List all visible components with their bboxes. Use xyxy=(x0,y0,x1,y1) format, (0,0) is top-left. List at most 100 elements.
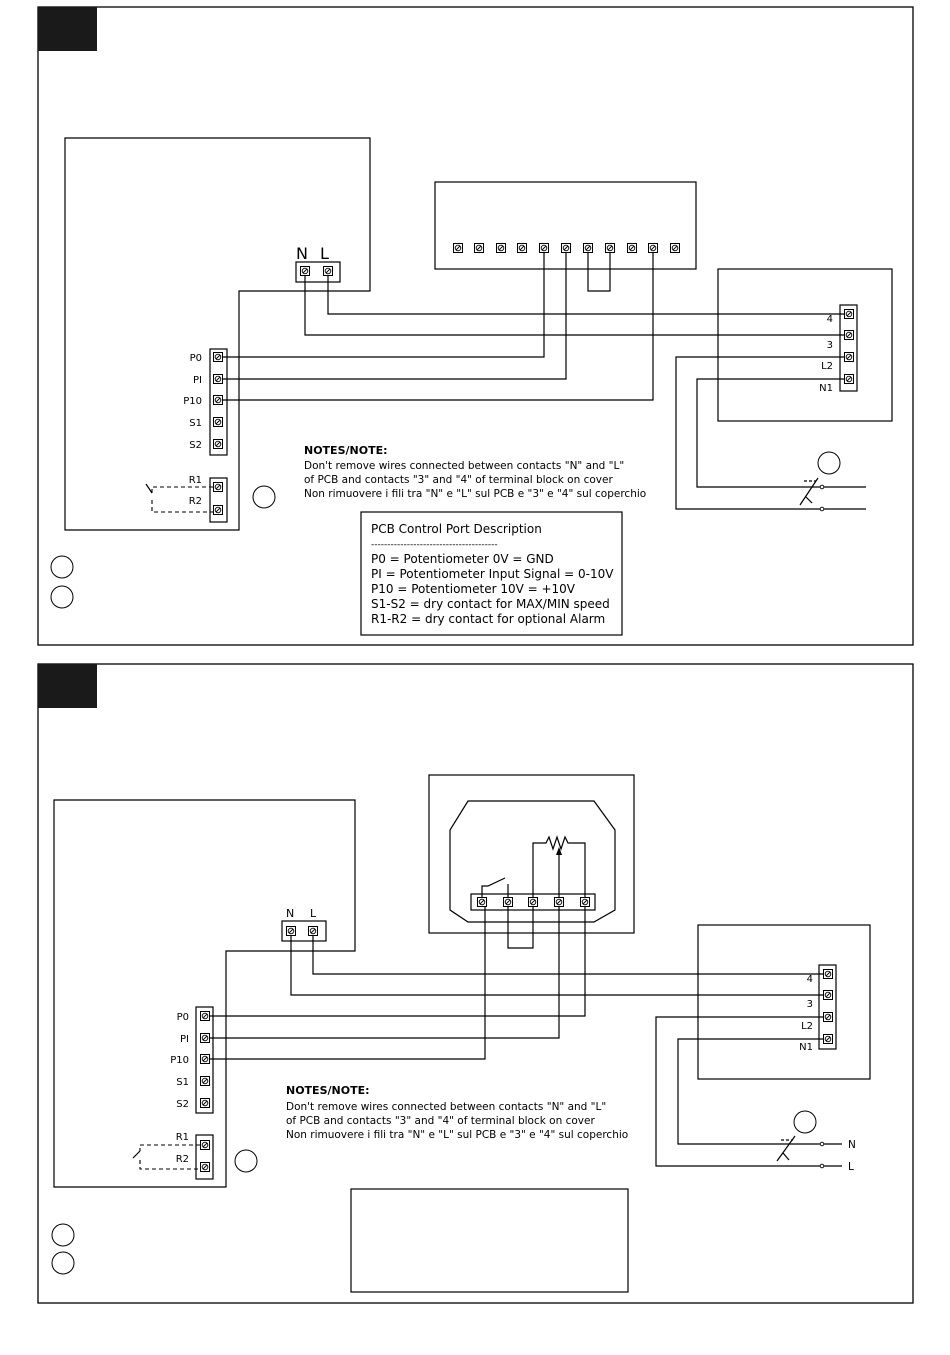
port-description-title: PCB Control Port Description xyxy=(371,522,542,536)
panel-2: N L P0 PI P10 S1 S2 R1 R2 xyxy=(37,663,914,1304)
pcb-terminal-n xyxy=(286,926,296,936)
terminal-p0 xyxy=(200,1011,210,1021)
wire-pi xyxy=(223,253,567,380)
port-label-p10: P10 xyxy=(183,396,202,407)
alarm-contact-wire-top xyxy=(151,486,213,493)
wire-pi xyxy=(210,907,560,1039)
port-label-pi: PI xyxy=(180,1034,189,1045)
cover-terminal-box xyxy=(697,924,871,1080)
pot-terminal-2 xyxy=(503,897,513,907)
cover-label-l2: L2 xyxy=(801,1021,813,1032)
port-label-s2: S2 xyxy=(176,1099,189,1110)
terminal-s2 xyxy=(200,1098,210,1108)
wire-n1-mains xyxy=(696,378,845,488)
pot-terminal-1 xyxy=(477,897,487,907)
cover-label-3: 3 xyxy=(807,999,813,1010)
port-description-separator: --------------------------------------- xyxy=(371,540,498,550)
cover-label-n1: N1 xyxy=(799,1042,813,1053)
port-label-s1: S1 xyxy=(189,418,202,429)
pcb-terminal-l-label: L xyxy=(310,907,317,920)
cover-terminal-3 xyxy=(823,990,833,1000)
wire-p10 xyxy=(223,253,654,401)
marker-circle xyxy=(51,1251,75,1275)
mains-switch xyxy=(776,1135,825,1169)
pot-jumper xyxy=(507,907,534,949)
port-label-pi: PI xyxy=(193,375,202,386)
marker-circle xyxy=(50,585,74,609)
port-label-r2: R2 xyxy=(189,496,202,507)
cover-label-l2: L2 xyxy=(821,361,833,372)
notes-line-3: Non rimuovere i fili tra "N" e "L" sul P… xyxy=(286,1129,628,1141)
port-description-line: R1-R2 = dry contact for optional Alarm xyxy=(371,612,605,626)
terminal-pi xyxy=(213,374,223,384)
alarm-contact-wire-bottom xyxy=(151,500,213,513)
port-label-p10: P10 xyxy=(170,1055,189,1066)
panel-1-label-block xyxy=(38,7,97,51)
pot-resistor xyxy=(532,835,586,897)
control-unit-jumper xyxy=(587,253,611,292)
empty-description-box xyxy=(350,1188,629,1293)
port-label-p0: P0 xyxy=(177,1012,189,1023)
wire-n-to-3 xyxy=(290,936,824,996)
cover-label-4: 4 xyxy=(807,974,813,985)
potentiometer-body xyxy=(449,800,616,923)
wire-p10 xyxy=(210,907,486,1060)
cover-terminal-strip xyxy=(818,964,837,1050)
panel-1: N L P0 PI P10 S1 S2 R1 R2 xyxy=(37,6,914,646)
marker-circle xyxy=(793,1110,817,1134)
alarm-contact-switch xyxy=(145,483,153,494)
pcb-terminal-n xyxy=(300,266,310,276)
alarm-contact-wire-top xyxy=(139,1144,200,1151)
terminal-pi xyxy=(200,1033,210,1043)
wire-l2-mains xyxy=(675,356,845,510)
port-description-line: P10 = Potentiometer 10V = +10V xyxy=(371,582,576,596)
wire-l-to-4 xyxy=(312,936,824,975)
port-label-s1: S1 xyxy=(176,1077,189,1088)
port-description-line: P0 = Potentiometer 0V = GND xyxy=(371,552,554,566)
terminal-p0 xyxy=(213,352,223,362)
alarm-contact-wire-bottom xyxy=(139,1160,200,1170)
cover-terminal-box xyxy=(717,268,893,422)
mains-label-l: L xyxy=(848,1161,854,1173)
notes-line-2: of PCB and contacts "3" and "4" of termi… xyxy=(304,474,613,486)
terminal-p10 xyxy=(213,395,223,405)
marker-circle xyxy=(252,485,276,509)
notes-line-1: Don't remove wires connected between con… xyxy=(286,1101,606,1113)
terminal-r2 xyxy=(213,505,223,515)
port-label-r1: R1 xyxy=(176,1132,189,1143)
port-label-s2: S2 xyxy=(189,440,202,451)
notes-heading: NOTES/NOTE: xyxy=(304,444,388,457)
cover-terminal-4 xyxy=(844,309,854,319)
terminal-r2 xyxy=(200,1162,210,1172)
port-label-r2: R2 xyxy=(176,1154,189,1165)
terminal-r1 xyxy=(213,482,223,492)
cover-terminal-l2 xyxy=(844,352,854,362)
terminal-s1 xyxy=(200,1076,210,1086)
mains-label-n: N xyxy=(848,1139,856,1151)
pcb-terminal-l xyxy=(323,266,333,276)
wire-p0 xyxy=(210,907,586,1017)
wire-l-to-4 xyxy=(327,276,845,315)
notes-line-1: Don't remove wires connected between con… xyxy=(304,460,624,472)
pcb-terminal-n-label: N xyxy=(296,244,308,263)
cover-label-3: 3 xyxy=(827,340,833,351)
cover-terminal-l2 xyxy=(823,1012,833,1022)
cover-terminal-4 xyxy=(823,969,833,979)
cover-label-n1: N1 xyxy=(819,383,833,394)
port-label-r1: R1 xyxy=(189,475,202,486)
pot-terminal-3 xyxy=(528,897,538,907)
notes-heading: NOTES/NOTE: xyxy=(286,1084,370,1097)
notes-line-3: Non rimuovere i fili tra "N" e "L" sul P… xyxy=(304,488,646,500)
cover-terminal-n1 xyxy=(844,374,854,384)
port-description-box xyxy=(360,511,623,636)
pot-terminal-4 xyxy=(554,897,564,907)
pot-wiper-arrow xyxy=(556,847,562,855)
wire-p0 xyxy=(223,253,545,358)
pcb-board xyxy=(53,799,356,1188)
wire-n1-mains xyxy=(677,1038,824,1145)
port-description-line: S1-S2 = dry contact for MAX/MIN speed xyxy=(371,597,610,611)
port-description-line: PI = Potentiometer Input Signal = 0-10V xyxy=(371,567,614,581)
pcb-terminal-l-label: L xyxy=(320,244,329,263)
terminal-s2 xyxy=(213,439,223,449)
marker-circle xyxy=(51,1223,75,1247)
